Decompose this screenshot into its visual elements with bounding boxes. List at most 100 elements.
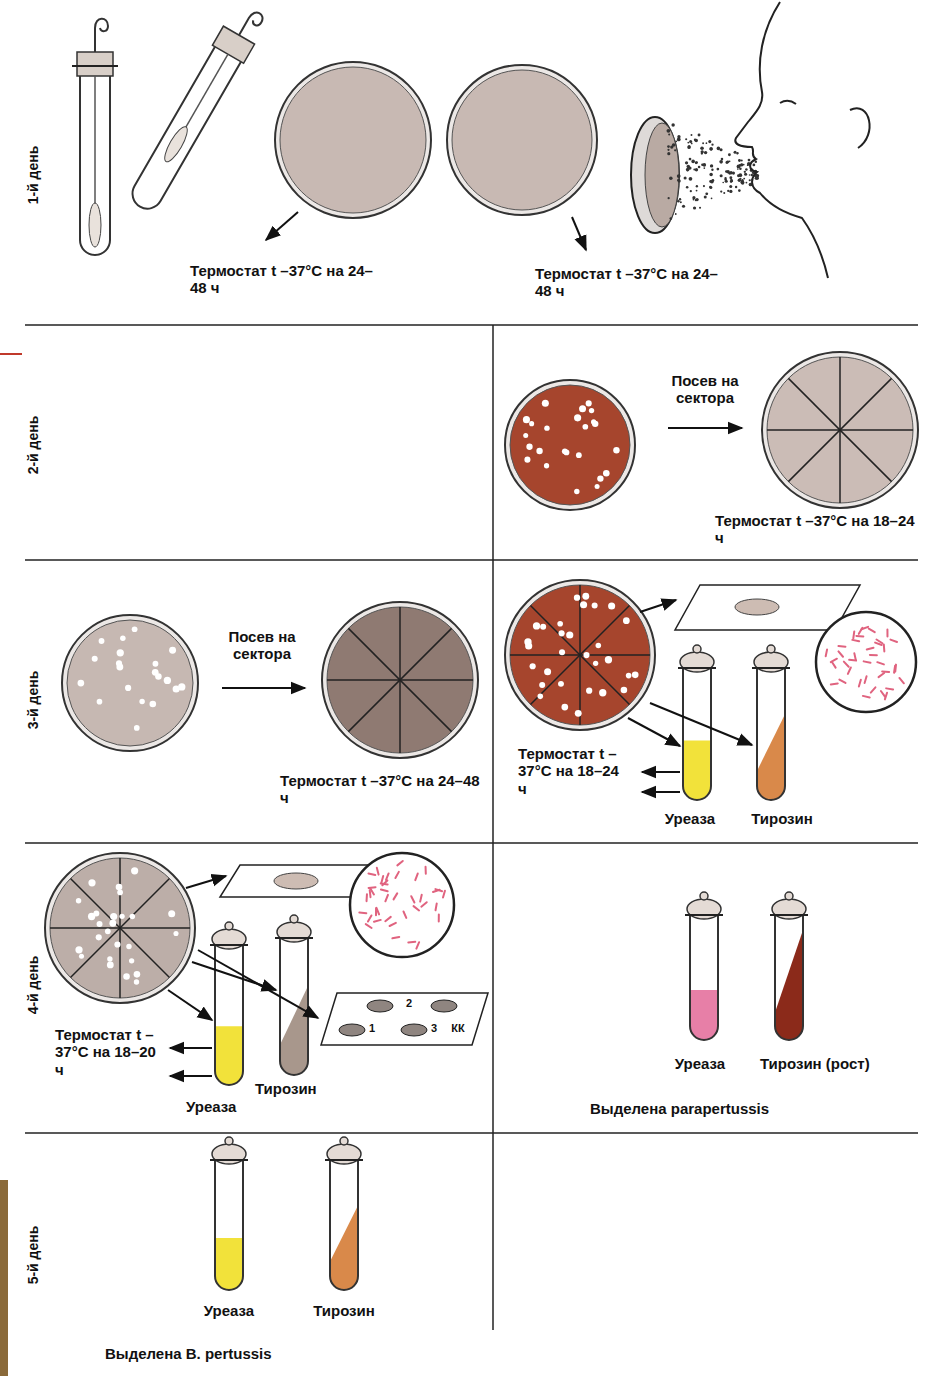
bacterium	[411, 896, 414, 902]
droplet	[708, 140, 711, 143]
colony	[526, 444, 532, 450]
droplet	[729, 190, 732, 193]
colony	[107, 956, 112, 961]
petri-dish	[505, 580, 655, 730]
droplet	[682, 205, 685, 208]
stopper-band	[72, 65, 118, 67]
bacterium	[385, 917, 390, 921]
colony	[561, 704, 568, 711]
droplet	[669, 177, 673, 181]
tube-medium	[330, 1206, 358, 1291]
cap-knot	[225, 1137, 233, 1145]
colony	[119, 914, 124, 919]
bacterium	[377, 868, 379, 875]
day-label: 4-й день	[25, 956, 41, 1015]
stopper	[212, 26, 254, 63]
cap-band	[752, 667, 790, 669]
arrow	[668, 427, 742, 429]
bacterium	[854, 653, 856, 660]
droplet	[677, 174, 681, 178]
test-tube	[210, 922, 248, 1085]
droplet	[745, 182, 747, 184]
colony	[596, 643, 602, 649]
colony	[595, 484, 600, 489]
colony	[592, 421, 598, 427]
colony	[117, 649, 124, 656]
arrow	[650, 703, 752, 745]
droplet	[702, 142, 704, 144]
agar-medium	[452, 70, 592, 210]
droplet	[672, 143, 676, 147]
droplet	[678, 179, 681, 182]
droplet	[727, 190, 729, 192]
droplet	[745, 168, 748, 171]
arrow	[266, 212, 298, 240]
colony	[586, 400, 592, 406]
droplet	[698, 166, 701, 169]
droplet	[691, 160, 695, 164]
colony	[524, 457, 530, 463]
colony	[134, 979, 139, 984]
colony	[566, 631, 573, 638]
droplet	[737, 168, 739, 170]
test-tube	[685, 892, 723, 1040]
smear	[401, 1024, 427, 1036]
test-tube	[325, 1137, 363, 1290]
tube-outline	[690, 915, 718, 1040]
droplet	[686, 169, 688, 171]
bacterium	[890, 640, 897, 642]
bacterium	[394, 893, 398, 899]
colony	[169, 647, 176, 654]
agar-medium	[67, 620, 193, 746]
colony	[536, 448, 542, 454]
droplet	[693, 199, 695, 201]
droplet	[732, 172, 735, 175]
cap-band	[678, 667, 716, 669]
colony	[579, 405, 586, 412]
droplet	[711, 144, 713, 146]
colony	[92, 656, 98, 662]
droplet	[693, 168, 695, 170]
droplet	[734, 151, 737, 154]
droplet	[694, 139, 696, 141]
droplet	[738, 159, 741, 162]
incubation-note: Термостат t –37°C на 18–24 ч	[715, 512, 915, 547]
cap-knot	[767, 645, 775, 653]
droplet	[677, 138, 681, 142]
bacterium	[886, 688, 893, 689]
petri-dish	[45, 853, 195, 1003]
droplet	[671, 123, 674, 126]
bacterium	[894, 665, 897, 672]
droplet	[756, 176, 759, 179]
bacterium	[852, 640, 859, 641]
colony	[632, 671, 639, 678]
arrow	[186, 876, 226, 888]
bacterium	[421, 902, 426, 906]
bacterium	[881, 691, 885, 697]
colony	[539, 682, 545, 688]
dish-rim	[322, 602, 478, 758]
droplet	[724, 177, 726, 179]
droplet	[695, 161, 698, 164]
smear	[367, 1000, 393, 1012]
droplet	[709, 173, 712, 176]
colony	[537, 694, 543, 700]
test-tube	[770, 892, 808, 1040]
test-tube	[752, 645, 790, 800]
dish-rim	[447, 65, 597, 215]
incubation-note: Термостат t –37°C на 24–48 ч	[190, 262, 375, 297]
colony	[593, 661, 598, 666]
test-label: Тирозин	[737, 810, 827, 827]
droplet	[743, 178, 745, 180]
petri-dish	[62, 615, 198, 751]
bacterium	[408, 941, 415, 944]
result-note: Выделена B. pertussis	[105, 1345, 425, 1362]
colony	[129, 958, 134, 963]
test-tube	[210, 1137, 248, 1290]
colony	[153, 661, 159, 667]
colony	[173, 931, 178, 936]
droplet	[709, 186, 712, 189]
droplet	[690, 190, 692, 192]
agar-medium	[510, 585, 650, 725]
droplet	[753, 164, 756, 167]
